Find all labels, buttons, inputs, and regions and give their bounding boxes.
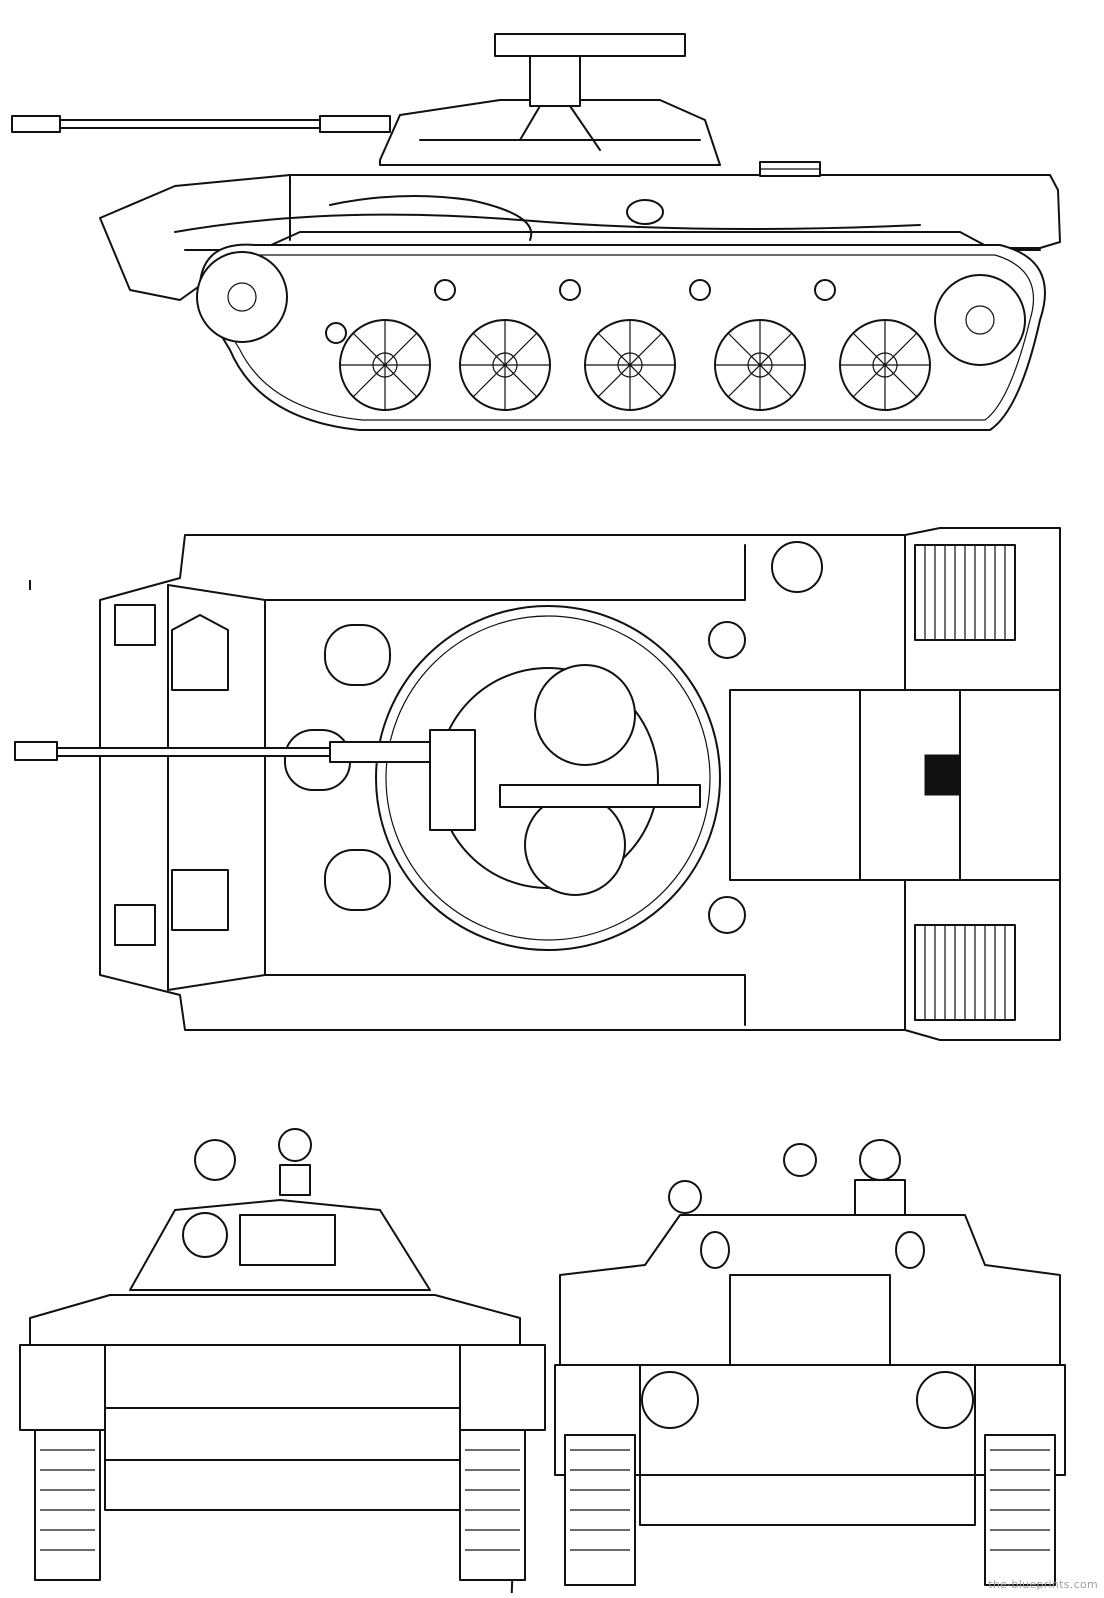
front-view	[19, 580, 546, 1598]
watermark: the-blueprints.com	[988, 1578, 1098, 1591]
rear-door	[729, 1274, 891, 1381]
top-view	[14, 527, 1061, 1041]
front-glacis	[104, 1344, 461, 1461]
side-view	[11, 33, 1061, 431]
rear-view	[554, 1139, 1066, 1586]
side-atgm-launcher	[494, 33, 686, 57]
front-track-right	[459, 1429, 526, 1581]
front-track-left	[34, 1429, 101, 1581]
side-turret	[379, 99, 721, 166]
